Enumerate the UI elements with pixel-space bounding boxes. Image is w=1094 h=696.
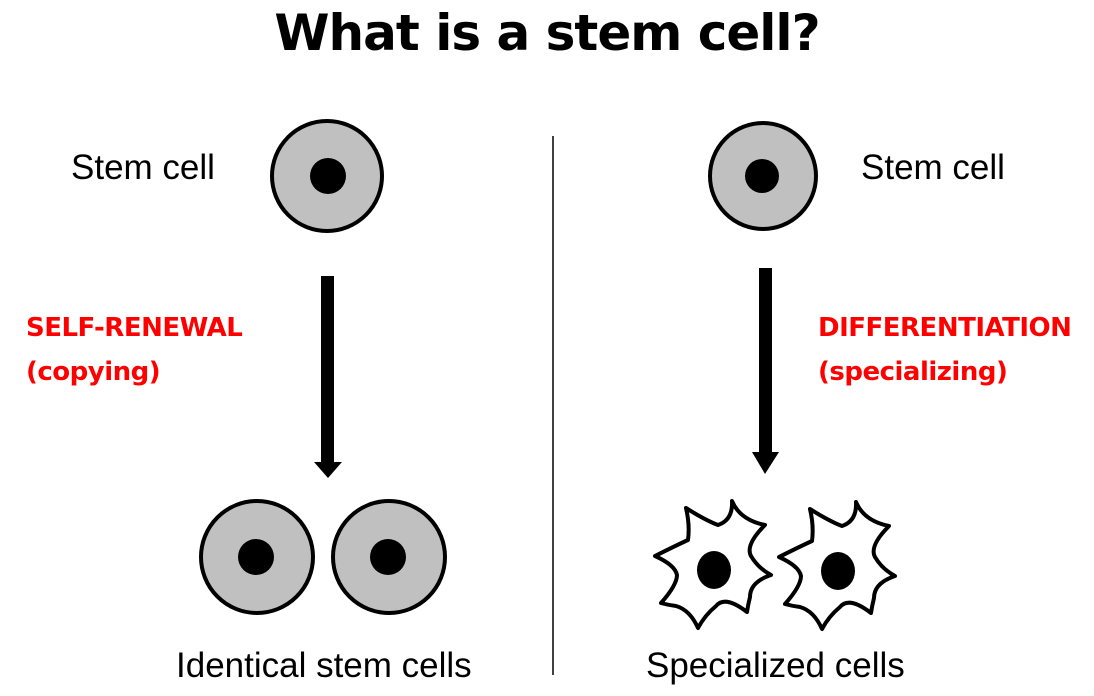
left-top-label: Stem cell	[71, 148, 215, 187]
right-top-label: Stem cell	[861, 148, 1005, 187]
right-stem-cell	[708, 121, 818, 231]
identical-stem-cell-2	[331, 499, 447, 615]
cell-nucleus	[821, 552, 855, 590]
differentiation-description: (specializing)	[818, 357, 1008, 387]
self-renewal-label: SELF-RENEWAL	[26, 313, 243, 343]
identical-stem-cell-1	[199, 499, 315, 615]
self-renewal-arrow	[314, 276, 342, 478]
left-stem-cell	[270, 119, 384, 233]
cell-nucleus	[697, 551, 731, 589]
cell-nucleus	[310, 158, 346, 194]
self-renewal-description: (copying)	[26, 357, 161, 387]
page-title: What is a stem cell?	[274, 4, 820, 62]
arrow-shaft	[321, 276, 334, 464]
arrow-shaft	[759, 268, 772, 454]
specialized-cell-2	[777, 500, 897, 631]
left-bottom-label: Identical stem cells	[176, 646, 472, 685]
cell-nucleus	[370, 539, 406, 575]
right-bottom-label: Specialized cells	[646, 646, 905, 685]
specialized-cell-1	[653, 499, 773, 630]
arrow-head	[314, 462, 342, 478]
cell-nucleus	[745, 159, 779, 193]
differentiation-arrow	[752, 268, 779, 474]
cell-nucleus	[238, 539, 274, 575]
differentiation-label: DIFFERENTIATION	[818, 313, 1072, 343]
arrow-head	[752, 452, 779, 474]
